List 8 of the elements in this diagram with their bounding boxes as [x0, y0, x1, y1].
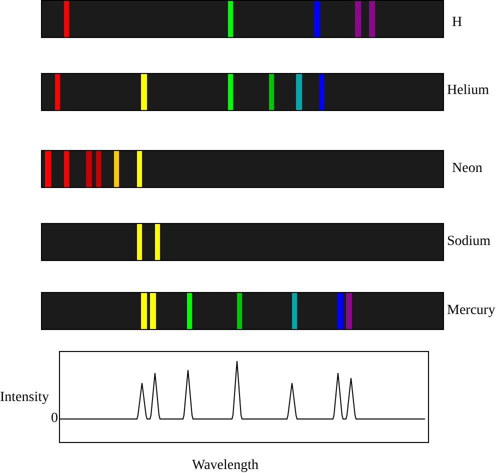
element-name: Neon	[452, 161, 482, 177]
element-name: Mercury	[447, 303, 496, 319]
axis-label: Intensity	[0, 390, 49, 406]
tick-label: 0	[51, 411, 58, 427]
element-name: Sodium	[447, 234, 491, 250]
element-name: H	[452, 15, 462, 31]
axis-label: Wavelength	[192, 458, 259, 473]
element-name: Helium	[447, 83, 489, 99]
